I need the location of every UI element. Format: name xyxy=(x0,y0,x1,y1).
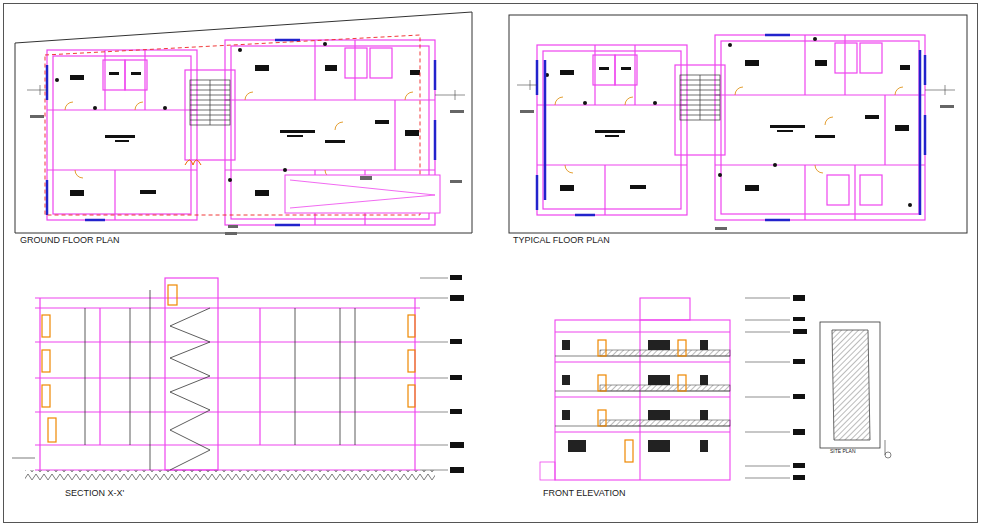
drawing-title: SECTION X-X' xyxy=(64,489,125,499)
drawing-title: SITE PLAN xyxy=(829,449,857,455)
drawing-title: GROUND FLOOR PLAN xyxy=(19,236,121,246)
drawing-title: FRONT ELEVATION xyxy=(542,489,627,499)
drawing-title: TYPICAL FLOOR PLAN xyxy=(512,236,611,246)
